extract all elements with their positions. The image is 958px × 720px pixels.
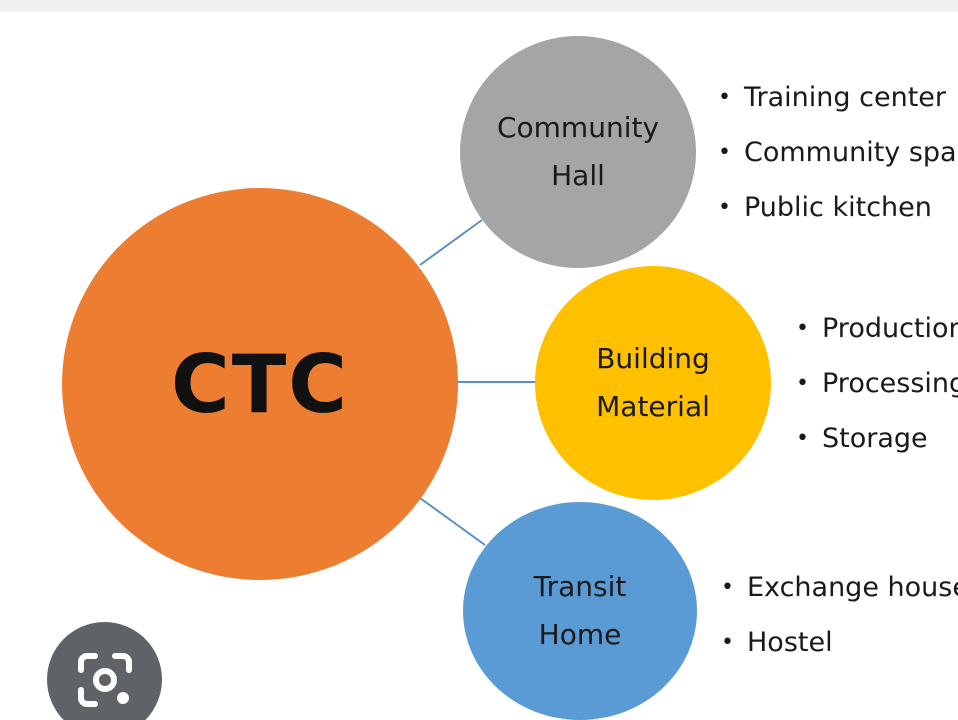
- bullet-list-transit: Exchange house Hostel: [721, 560, 958, 670]
- connector-transit: [419, 497, 486, 546]
- branch-label-line-2: Hall: [551, 159, 605, 192]
- bullet-list-building: Production Processing Storage: [796, 301, 958, 466]
- branch-label-line-1: Community: [496, 111, 660, 144]
- bullet-item: Storage: [796, 411, 958, 466]
- branch-circle-building: Building Material: [535, 266, 771, 500]
- top-band: [0, 0, 958, 12]
- branch-label-line-1: Transit: [533, 570, 627, 603]
- bullet-item: Hostel: [721, 615, 958, 670]
- bullet-item: Public kitchen: [718, 180, 958, 235]
- lens-camera-icon: [77, 652, 132, 707]
- branch-circle-community: Community Hall: [460, 36, 696, 268]
- hub-label: CTC: [171, 337, 349, 431]
- bullet-item: Processing: [796, 356, 958, 411]
- branch-circle-transit: Transit Home: [463, 502, 697, 720]
- branch-label-line-1: Building: [596, 342, 710, 375]
- hub-circle: CTC: [62, 188, 458, 580]
- branch-label-line-2: Home: [538, 618, 622, 651]
- bullet-list-community: Training center Community space Public k…: [718, 70, 958, 235]
- bullet-item: Exchange house: [721, 560, 958, 615]
- connector-community: [419, 219, 483, 266]
- bullet-item: Production: [796, 301, 958, 356]
- bullet-item: Training center: [718, 70, 958, 125]
- bullet-item: Community space: [718, 125, 958, 180]
- lens-search-button[interactable]: [47, 622, 162, 720]
- branch-label-line-2: Material: [596, 390, 710, 423]
